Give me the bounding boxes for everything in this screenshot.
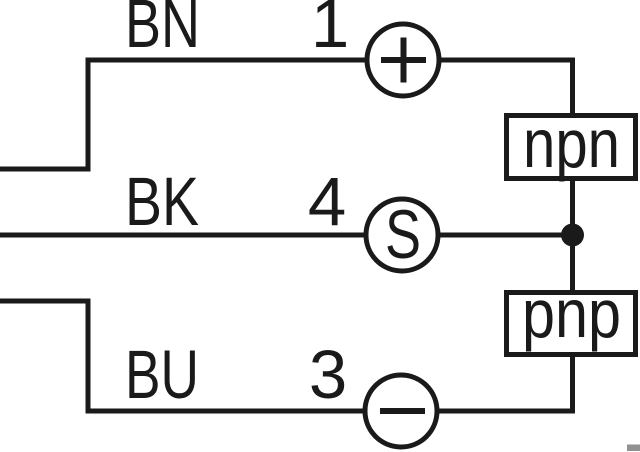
wire-bu-label: BU [125, 336, 199, 413]
junction-dot [561, 223, 584, 247]
wire-bu-path [0, 298, 575, 414]
wire-bk-label: BK [125, 163, 199, 240]
npn-output-box [504, 113, 638, 181]
signal-terminal-label: S [385, 196, 421, 273]
pin-4-label: 4 [308, 163, 346, 240]
wire-bn-label: BN [125, 0, 200, 62]
pnp-output-box-body [504, 290, 638, 357]
pin-1-label: 1 [311, 0, 349, 62]
npn-output-label: npn [523, 105, 620, 182]
pin-3-label: 3 [309, 336, 347, 413]
signal-terminal-circle [363, 196, 441, 274]
wire-bn-path [0, 57, 575, 172]
pnp-output-label: pnp [522, 275, 621, 352]
corner-artifact [627, 444, 640, 451]
